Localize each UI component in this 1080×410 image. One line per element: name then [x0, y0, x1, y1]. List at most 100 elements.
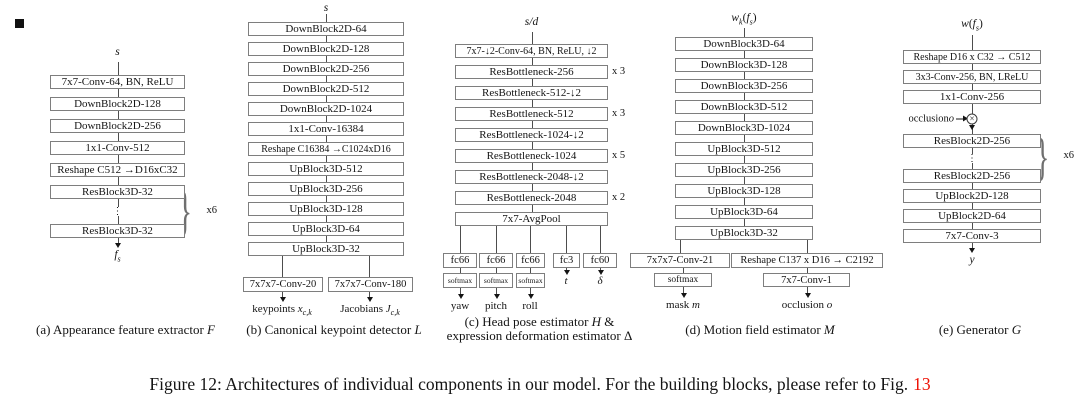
layer-box: DownBlock3D-128 [675, 58, 813, 72]
connector-line [600, 226, 601, 253]
down-arrow-icon [366, 297, 373, 302]
softmax-box: softmax [516, 273, 545, 288]
repeat-count-label: x 3 [612, 108, 626, 119]
connector-line [460, 226, 461, 253]
subfigure-caption-d: (d) Motion field estimator M [685, 322, 834, 338]
down-arrow-icon [969, 248, 975, 253]
input-sub-k: k [739, 17, 743, 27]
label-text: occlusion [781, 299, 827, 311]
caption-var-F: F [207, 322, 216, 337]
paren: ( [742, 12, 747, 24]
layer-box: Reshape C16384 →C1024xD16 [248, 142, 404, 156]
softmax-box: softmax [654, 273, 712, 287]
column-generator: w(fs) Reshape D16 x C32 → C512 3x3-Conv-… [903, 0, 1074, 410]
input-var-s: s [323, 2, 329, 14]
output-label-y: y [903, 254, 1041, 266]
layer-stack-c: 7x7-↓2-Conv-64, BN, ReLU, ↓2 ResBottlene… [455, 32, 625, 226]
subfigure-caption-c-line1: (c) Head pose estimator H & [465, 314, 615, 330]
connector-line [530, 288, 531, 295]
output-label-roll: roll [522, 300, 538, 312]
occlusion-multiply-row: occlusion o [903, 110, 1041, 130]
caption-text: (c) Head pose estimator [464, 314, 592, 329]
paren: ) [752, 12, 757, 24]
layer-box: UpBlock3D-512 [248, 162, 404, 176]
softmax-box: softmax [443, 273, 477, 288]
connector-line [807, 268, 808, 273]
softmax-box: softmax [479, 273, 513, 288]
layer-box: UpBlock3D-32 [248, 242, 404, 256]
label-sub: c,k [302, 308, 312, 318]
connector-line [369, 256, 370, 277]
down-arrow-icon [563, 270, 570, 275]
caption-text: (a) Appearance feature extractor [35, 322, 208, 337]
paren: ) [979, 18, 983, 30]
label-var-o: o [826, 299, 833, 311]
caption-text: (d) Motion field estimator [685, 322, 824, 337]
occlusion-input-label: occlusion o [908, 113, 968, 125]
label-var-x: x [297, 303, 303, 315]
down-arrow-icon [680, 293, 687, 298]
input-sub-s: s [749, 17, 753, 27]
subfigure-caption-c-line2: expression deformation estimator Δ [447, 328, 633, 344]
input-sub-s: s [975, 23, 979, 33]
layer-stack-d: DownBlock3D-64 DownBlock3D-128 DownBlock… [675, 28, 813, 240]
down-arrow-icon [457, 294, 464, 299]
connector-line [460, 268, 461, 273]
fc-box: fc66 [443, 253, 477, 268]
down-arrow-icon [493, 294, 500, 299]
column-appearance-feature-extractor: s 7x7-Conv-64, BN, ReLU DownBlock2D-128 … [36, 0, 217, 410]
caption-var-L: L [414, 322, 422, 337]
layer-text: ResBottleneck-256 [489, 66, 574, 78]
layer-box: 3x3-Conv-256, BN, LReLU [903, 70, 1041, 84]
layer-box: UpBlock3D-128 [675, 184, 813, 198]
layer-box: ResBottleneck-2048-↓2 [455, 170, 608, 184]
right-arrow-icon [956, 115, 968, 122]
input-var-w: w [961, 18, 969, 30]
output-label-fs: fs [50, 249, 185, 263]
label-text: occlusion [908, 113, 949, 125]
input-var-s: s [115, 46, 120, 58]
ellipsis-dots: ⋮ [110, 206, 125, 217]
connector-line [807, 240, 808, 253]
input-var-w: w [731, 12, 740, 24]
layer-box: DownBlock3D-256 [675, 79, 813, 93]
caption-var-M: M [823, 322, 835, 337]
layer-box: UpBlock3D-32 [675, 226, 813, 240]
layer-box: DownBlock2D-256 [248, 62, 404, 76]
figure-13-link[interactable]: 13 [913, 374, 931, 394]
connector-line [530, 268, 531, 273]
layer-box: UpBlock3D-64 [248, 222, 404, 236]
down-arrow-icon [969, 125, 975, 130]
down-arrow-icon [279, 297, 286, 302]
output-label-translation: t [564, 275, 567, 287]
layer-box: DownBlock2D-64 [248, 22, 404, 36]
layer-box: 7x7-Conv-3 [903, 229, 1041, 243]
caption-text: & [601, 314, 615, 329]
label-var-J: J [385, 303, 391, 315]
caption-text: expression deformation estimator [446, 328, 624, 343]
layer-text: ResBottleneck-2048 [486, 192, 577, 204]
down-arrow-icon [114, 243, 121, 248]
down-arrow-icon [527, 294, 534, 299]
label-text: mask [666, 299, 693, 311]
layer-box: 7x7-AvgPool [455, 212, 608, 226]
output-label-delta: δ [597, 275, 602, 287]
input-label-warped-features: w(fs) [903, 18, 1041, 32]
down-arrow-icon [597, 270, 604, 275]
fc-box: fc66 [479, 253, 513, 268]
input-var-f: f [972, 18, 976, 30]
ellipsis-dots: ⋮ [965, 153, 979, 164]
layer-box: Reshape C512 →D16xC32 [50, 163, 185, 177]
layer-box: DownBlock2D-1024 [248, 102, 404, 116]
layer-box: Reshape D16 x C32 → C512 [903, 50, 1041, 64]
output-label-keypoints: keypoints xc,k [252, 303, 312, 317]
fc-box: fc60 [583, 253, 617, 268]
layer-box: UpBlock3D-256 [675, 163, 813, 177]
subfigure-caption-a: (a) Appearance feature extractor F [36, 322, 215, 338]
connector-line [566, 226, 567, 253]
down-arrow-icon [804, 293, 811, 298]
